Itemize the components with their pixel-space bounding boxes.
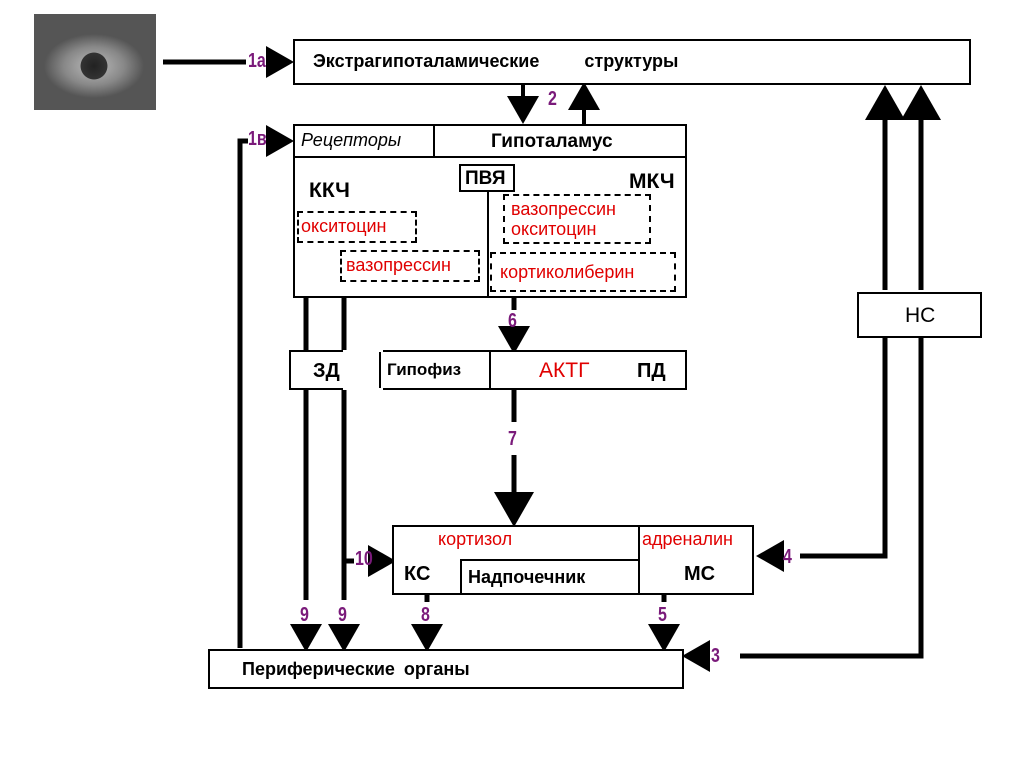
hypophysis-left-gap xyxy=(343,350,383,390)
cortisol-label: кортизол xyxy=(438,529,513,549)
adrenaline-label: адреналин xyxy=(642,529,733,549)
ms-label: МС xyxy=(684,563,716,585)
hypophysis-box: ЗД Гипофиз АКТГ ПД xyxy=(289,350,687,390)
label-7: 7 xyxy=(508,428,517,450)
adrenal-label: Надпочечник xyxy=(468,567,586,587)
pvya-label: ПВЯ xyxy=(465,168,506,189)
oxytocin-right-label: окситоцин xyxy=(511,219,597,239)
label-2: 2 xyxy=(548,88,557,110)
peripheral-organs-box: Периферические органы xyxy=(208,649,684,689)
mkch-label: МКЧ xyxy=(629,170,675,193)
hypothalamus-label: Гипоталамус xyxy=(491,131,613,152)
adrenal-name-cell: Надпочечник xyxy=(460,559,638,593)
label-3: 3 xyxy=(711,645,720,667)
label-1v: 1в xyxy=(248,128,267,150)
mkch-hormones-box: вазопрессин окситоцин xyxy=(503,194,651,244)
pd-label: ПД xyxy=(637,360,666,382)
corticoliberin-label: кортиколиберин xyxy=(500,262,635,282)
label-10: 10 xyxy=(355,548,373,570)
vasopressin-left-box: вазопрессин xyxy=(340,250,480,282)
oxytocin-left-box: окситоцин xyxy=(297,211,417,243)
eye-image xyxy=(34,14,156,110)
label-5: 5 xyxy=(658,604,667,626)
acth-label: АКТГ xyxy=(539,359,590,382)
label-4: 4 xyxy=(783,546,792,568)
zd-label: ЗД xyxy=(313,360,340,382)
pvya-box: ПВЯ xyxy=(459,164,515,192)
arrow-3-line xyxy=(740,338,924,659)
adrenal-box: кортизол КС Надпочечник адреналин МС xyxy=(392,525,754,595)
medulla-cell: адреналин МС xyxy=(638,527,752,593)
ns-label: НС xyxy=(905,304,936,327)
label-6: 6 xyxy=(508,310,517,332)
hypophysis-label: Гипофиз xyxy=(387,360,462,379)
label-9a: 9 xyxy=(300,604,309,626)
hypothalamus-divider xyxy=(487,192,489,296)
label-8: 8 xyxy=(421,604,430,626)
peripheral-organs-label: Периферические органы xyxy=(242,659,470,679)
arrow-1v-line xyxy=(237,138,248,648)
extrahypothalamic-box: Экстрагипоталамические структуры xyxy=(293,39,971,85)
receptors-label: Рецепторы xyxy=(301,130,402,150)
oxytocin-left-label: окситоцин xyxy=(301,216,387,236)
ns-box: НС xyxy=(857,292,982,338)
hypothalamus-header: Гипоталамус xyxy=(435,126,685,158)
extrahypothalamic-label: Экстрагипоталамические структуры xyxy=(313,51,679,71)
kkch-label: ККЧ xyxy=(309,179,350,202)
corticoliberin-box: кортиколиберин xyxy=(490,252,676,292)
ks-label: КС xyxy=(404,563,431,585)
label-9b: 9 xyxy=(338,604,347,626)
hypophysis-cell: Гипофиз xyxy=(379,352,491,388)
arrow-4-line xyxy=(800,338,888,559)
receptors-cell: Рецепторы xyxy=(295,126,435,158)
label-1a: 1а xyxy=(248,50,266,72)
vasopressin-left-label: вазопрессин xyxy=(346,255,451,275)
vasopressin-right-label: вазопрессин xyxy=(511,199,616,219)
